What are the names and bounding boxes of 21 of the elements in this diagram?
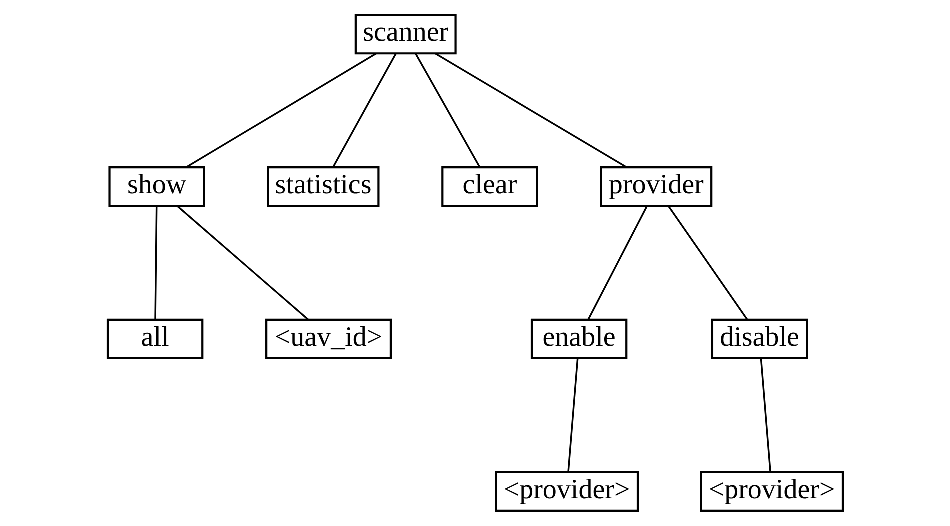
node-box: provider — [600, 166, 712, 208]
node-box: <provider> — [494, 471, 639, 512]
connector — [567, 358, 578, 472]
connector — [667, 206, 748, 320]
connector — [186, 53, 376, 168]
node-box: statistics — [266, 166, 380, 208]
node-box: show — [108, 166, 205, 208]
node-box: clear — [441, 166, 538, 208]
connector — [332, 53, 396, 168]
node-box: <provider> — [700, 471, 844, 512]
connector — [154, 206, 158, 320]
connector — [434, 53, 627, 168]
node-box: disable — [710, 318, 808, 360]
connector — [760, 358, 771, 472]
connector — [176, 206, 308, 320]
node-box: <uav_id> — [265, 318, 392, 360]
connector — [414, 53, 480, 168]
node-box: all — [106, 318, 204, 360]
node-box: enable — [530, 318, 628, 360]
connector — [587, 206, 648, 320]
node-box: scanner — [354, 14, 456, 55]
